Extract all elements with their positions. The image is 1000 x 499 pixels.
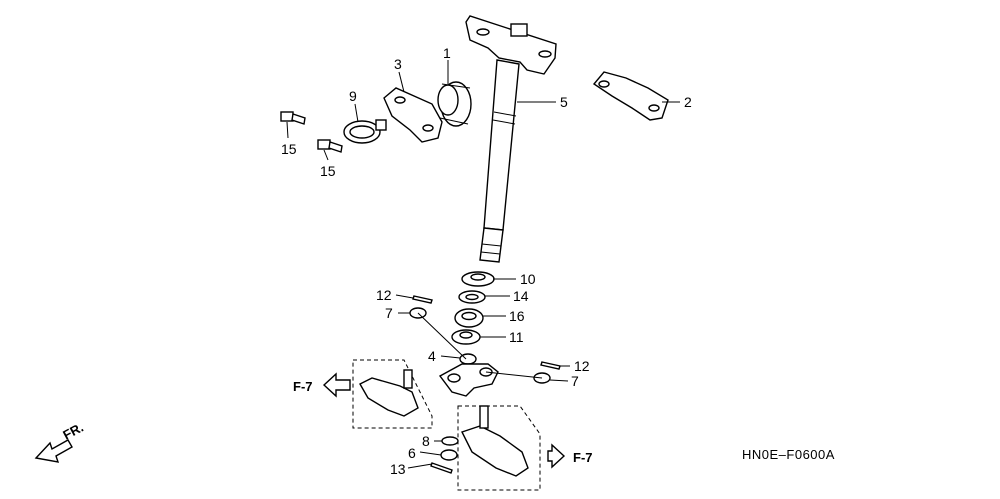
bushing-holder	[383, 87, 443, 143]
callout-6: 6	[408, 445, 416, 461]
cotter-pin-left	[412, 295, 433, 304]
dust-seal-14	[458, 290, 486, 304]
flange-bolt-lower	[317, 139, 343, 153]
band-clamp	[343, 119, 387, 144]
flange-bolt-upper	[280, 111, 306, 125]
callout-7-left: 7	[385, 305, 393, 321]
callout-5: 5	[560, 94, 568, 110]
bearing-10	[461, 271, 495, 287]
diagram-code: HN0E–F0600A	[742, 447, 835, 462]
callout-9: 9	[349, 88, 357, 104]
cotter-pin-13	[430, 462, 453, 474]
tie-rod-end-right	[457, 405, 541, 491]
callout-12-left: 12	[376, 287, 392, 303]
front-direction-arrow	[34, 439, 73, 463]
callout-1: 1	[443, 45, 451, 61]
ref-arrow-right	[547, 443, 566, 469]
steering-shaft	[465, 15, 557, 263]
shaft-bushing	[437, 81, 472, 127]
callout-8: 8	[422, 433, 430, 449]
ref-arrow-left	[322, 372, 351, 398]
front-label: FR.	[60, 420, 86, 443]
cotter-pin-right	[540, 361, 561, 370]
ref-label-left: F-7	[293, 379, 313, 394]
washer-8	[441, 436, 459, 446]
callout-14: 14	[513, 288, 529, 304]
callout-15-lower: 15	[320, 163, 336, 179]
ref-label-right: F-7	[573, 450, 593, 465]
tie-rod-end-left	[352, 359, 433, 429]
steering-arm	[438, 363, 499, 397]
bearing-11	[451, 329, 481, 345]
callout-11: 11	[509, 329, 524, 345]
callout-7-right: 7	[571, 373, 579, 389]
callout-4: 4	[428, 348, 436, 364]
callout-12-right: 12	[574, 358, 590, 374]
callout-15-upper: 15	[281, 141, 297, 157]
nut-6	[440, 449, 458, 461]
callout-16: 16	[509, 308, 525, 324]
callout-10: 10	[520, 271, 536, 287]
leader-lines	[286, 60, 680, 469]
callout-2: 2	[684, 94, 692, 110]
oil-seal-16	[454, 308, 484, 328]
callout-3: 3	[394, 56, 402, 72]
callout-13: 13	[390, 461, 406, 477]
shaft-holder	[592, 71, 669, 121]
